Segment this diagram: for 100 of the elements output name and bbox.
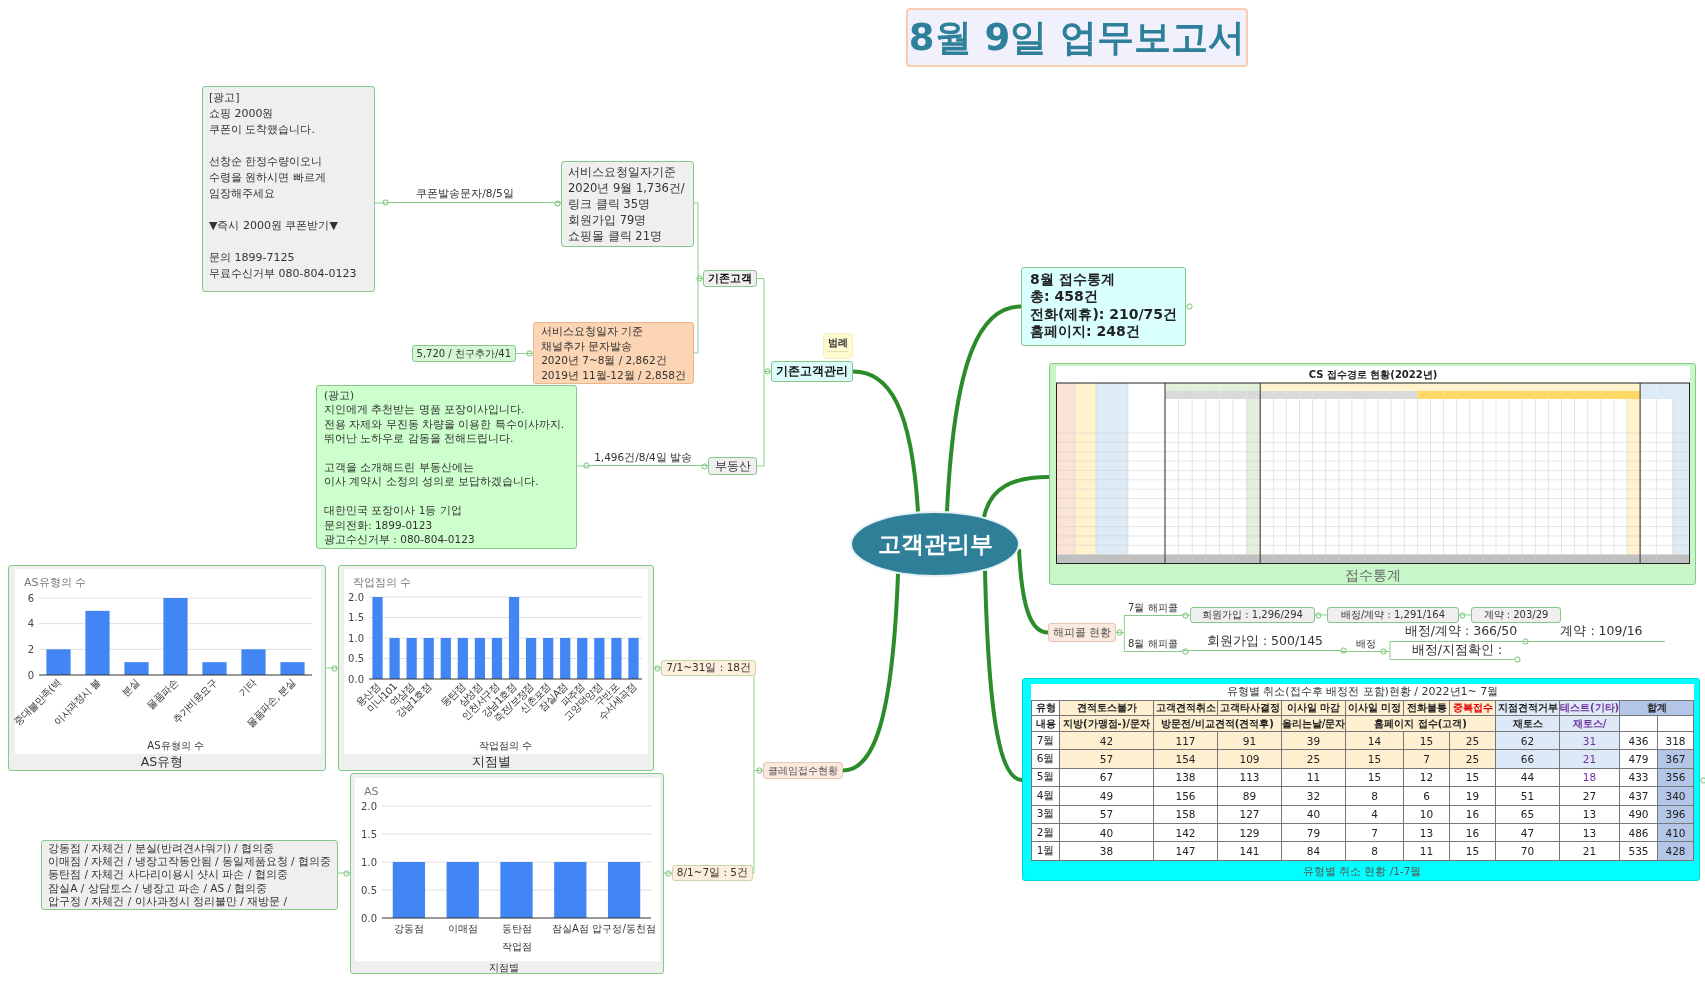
branch-curve — [852, 369, 920, 512]
text-line: 임장해주세요 — [209, 186, 276, 202]
table-caption: 유형별 취소 현황 /1-7월 — [1301, 864, 1423, 879]
table-cell: 154 — [1153, 749, 1218, 769]
tick-label: 0.0 — [348, 673, 364, 685]
category-label: 동탄점 — [501, 923, 532, 934]
table-cell: 32 — [1281, 786, 1346, 806]
text-line: 문의전화: 1899-0123 — [324, 517, 434, 533]
table-caption: 접수통계 — [1344, 566, 1402, 584]
tick-label: 0 — [27, 669, 34, 681]
connector — [515, 353, 534, 354]
table-cell: 6 — [1403, 786, 1450, 806]
table-cell: 1월 — [1031, 841, 1060, 861]
text-line: 8월 접수통계 — [1030, 271, 1116, 289]
text-line: 문의 1899-7125 — [209, 250, 296, 266]
topic-box: 계약 : 203/29 — [1471, 607, 1561, 623]
topic-text: 1,496건/8/4일 발송 — [590, 450, 696, 466]
table-cell: 21 — [1559, 749, 1620, 769]
topic-box: 기존고객관리 — [771, 361, 853, 382]
connector — [653, 667, 662, 669]
text-line: 쇼핑 2000원 — [209, 106, 275, 122]
chart-title: AS — [364, 785, 379, 798]
table-cell: 147 — [1153, 841, 1218, 861]
branch-curve — [1017, 548, 1049, 635]
connector — [337, 872, 351, 874]
table-cell: 479 — [1619, 749, 1658, 769]
category-label: 강동점 — [393, 923, 424, 934]
connector — [1181, 650, 1191, 651]
table-cell: 49 — [1059, 786, 1154, 806]
connector — [1458, 614, 1472, 616]
text-line: 이사 계약시 소정의 성의로 보답하겠습니다. — [324, 474, 540, 489]
topic-box: 5,720 / 친구추가/41 — [411, 345, 516, 362]
text-line: 홈페이지: 248건 — [1030, 322, 1141, 341]
connector — [1314, 614, 1328, 616]
table-cell: 6월 — [1031, 749, 1060, 769]
table-cell: 25 — [1281, 749, 1346, 769]
table-cell: 27 — [1559, 786, 1620, 806]
table-cell: 535 — [1619, 841, 1658, 861]
text-line: 무료수신거부 080-804-0123 — [209, 266, 358, 282]
text-line: 고객을 소개해드린 부동산에는 — [324, 460, 475, 475]
table-cell: 51 — [1495, 786, 1560, 806]
note-box — [561, 161, 694, 247]
text-line: 선창순 한정수량이오니 — [209, 154, 324, 170]
text-line: 채널추가 문자발송 — [541, 338, 634, 353]
tick-label: 0.0 — [361, 912, 377, 924]
tick-label: 0.5 — [348, 653, 364, 664]
table-cell: 15 — [1449, 841, 1496, 861]
table-cell: 38 — [1059, 841, 1154, 861]
connector — [756, 278, 772, 467]
tick-label: 2.0 — [361, 800, 377, 812]
tick-label: 0.5 — [361, 884, 377, 896]
text-line: ▼즉시 2000원 쿠폰받기▼ — [209, 218, 339, 234]
axis-title: AS유형의 수 — [147, 740, 204, 751]
text-line: 동탄점 / 자체건 사다리이용시 샷시 파손 / 협의중 — [48, 868, 289, 882]
stats-box — [1021, 267, 1187, 346]
text-line: 서비스요청일자 기준 — [541, 324, 645, 339]
chart-caption: 지점별 — [487, 961, 520, 974]
topic-box: 7/1~31일 : 18건 — [661, 660, 756, 676]
table-cell: 66 — [1495, 749, 1560, 769]
chart-caption: AS유형 — [139, 754, 185, 770]
topic-box: 해피콜 현황 — [1048, 623, 1117, 642]
table-cell: 8 — [1345, 786, 1404, 806]
chart-caption: 지점별 — [470, 754, 512, 770]
tick-label: 1.0 — [348, 632, 364, 644]
table-frame — [1022, 678, 1700, 881]
tick-label: 4 — [27, 618, 34, 630]
table-cell: 이사일 마감 — [1281, 700, 1346, 716]
text-line: 2019년 11월-12월 / 2,858건 — [541, 367, 686, 382]
tick-label: 2.0 — [348, 591, 364, 603]
branch-curve — [945, 304, 1022, 512]
table-cell: 367 — [1657, 749, 1694, 769]
connector — [374, 202, 390, 204]
text-line: 지인에게 추천받는 명품 포장이사입니다. — [324, 402, 526, 417]
branch-curve — [982, 475, 1050, 518]
topic-text: 쿠폰발송문자/8/5일 — [389, 186, 541, 203]
title-banner: 8월 9일 업무보고서 — [906, 8, 1248, 67]
text-line: 수령을 원하시면 빠르게 — [209, 170, 327, 186]
topic-box: 클레임접수현황 — [763, 762, 843, 779]
connector — [1115, 615, 1125, 652]
table-cell: 84 — [1281, 841, 1346, 861]
note-box — [41, 840, 338, 910]
table-cell: 중복접수 — [1449, 700, 1496, 716]
category-label: 이매점 — [447, 923, 478, 934]
table-cell: 4월 — [1031, 786, 1060, 806]
connector — [693, 202, 704, 354]
text-line: 이매점 / 자체건 / 냉장고작동안됨 / 동일제품요청 / 협의중 — [48, 855, 331, 869]
table-cell: 7 — [1403, 749, 1450, 769]
text-line: 2020년 7~8월 / 2,862건 — [541, 353, 668, 368]
text-line: (광고) — [324, 388, 356, 403]
message-box — [202, 86, 375, 292]
topic-text: 배정 — [1352, 637, 1380, 652]
text-line: 쇼핑몰 클릭 21명 — [568, 228, 663, 244]
tick-label: 1.5 — [348, 612, 364, 623]
topic-text: 배정/지점확인 : — [1400, 642, 1514, 660]
table-cell: 고객타사결정 — [1217, 700, 1282, 716]
topic-text: 회원가입 : 500/145 — [1190, 633, 1340, 651]
text-line: [광고] — [209, 90, 241, 106]
table-cell: 428 — [1657, 841, 1694, 861]
table-cell: 고객견적취소 — [1153, 700, 1218, 716]
connector — [540, 202, 562, 203]
